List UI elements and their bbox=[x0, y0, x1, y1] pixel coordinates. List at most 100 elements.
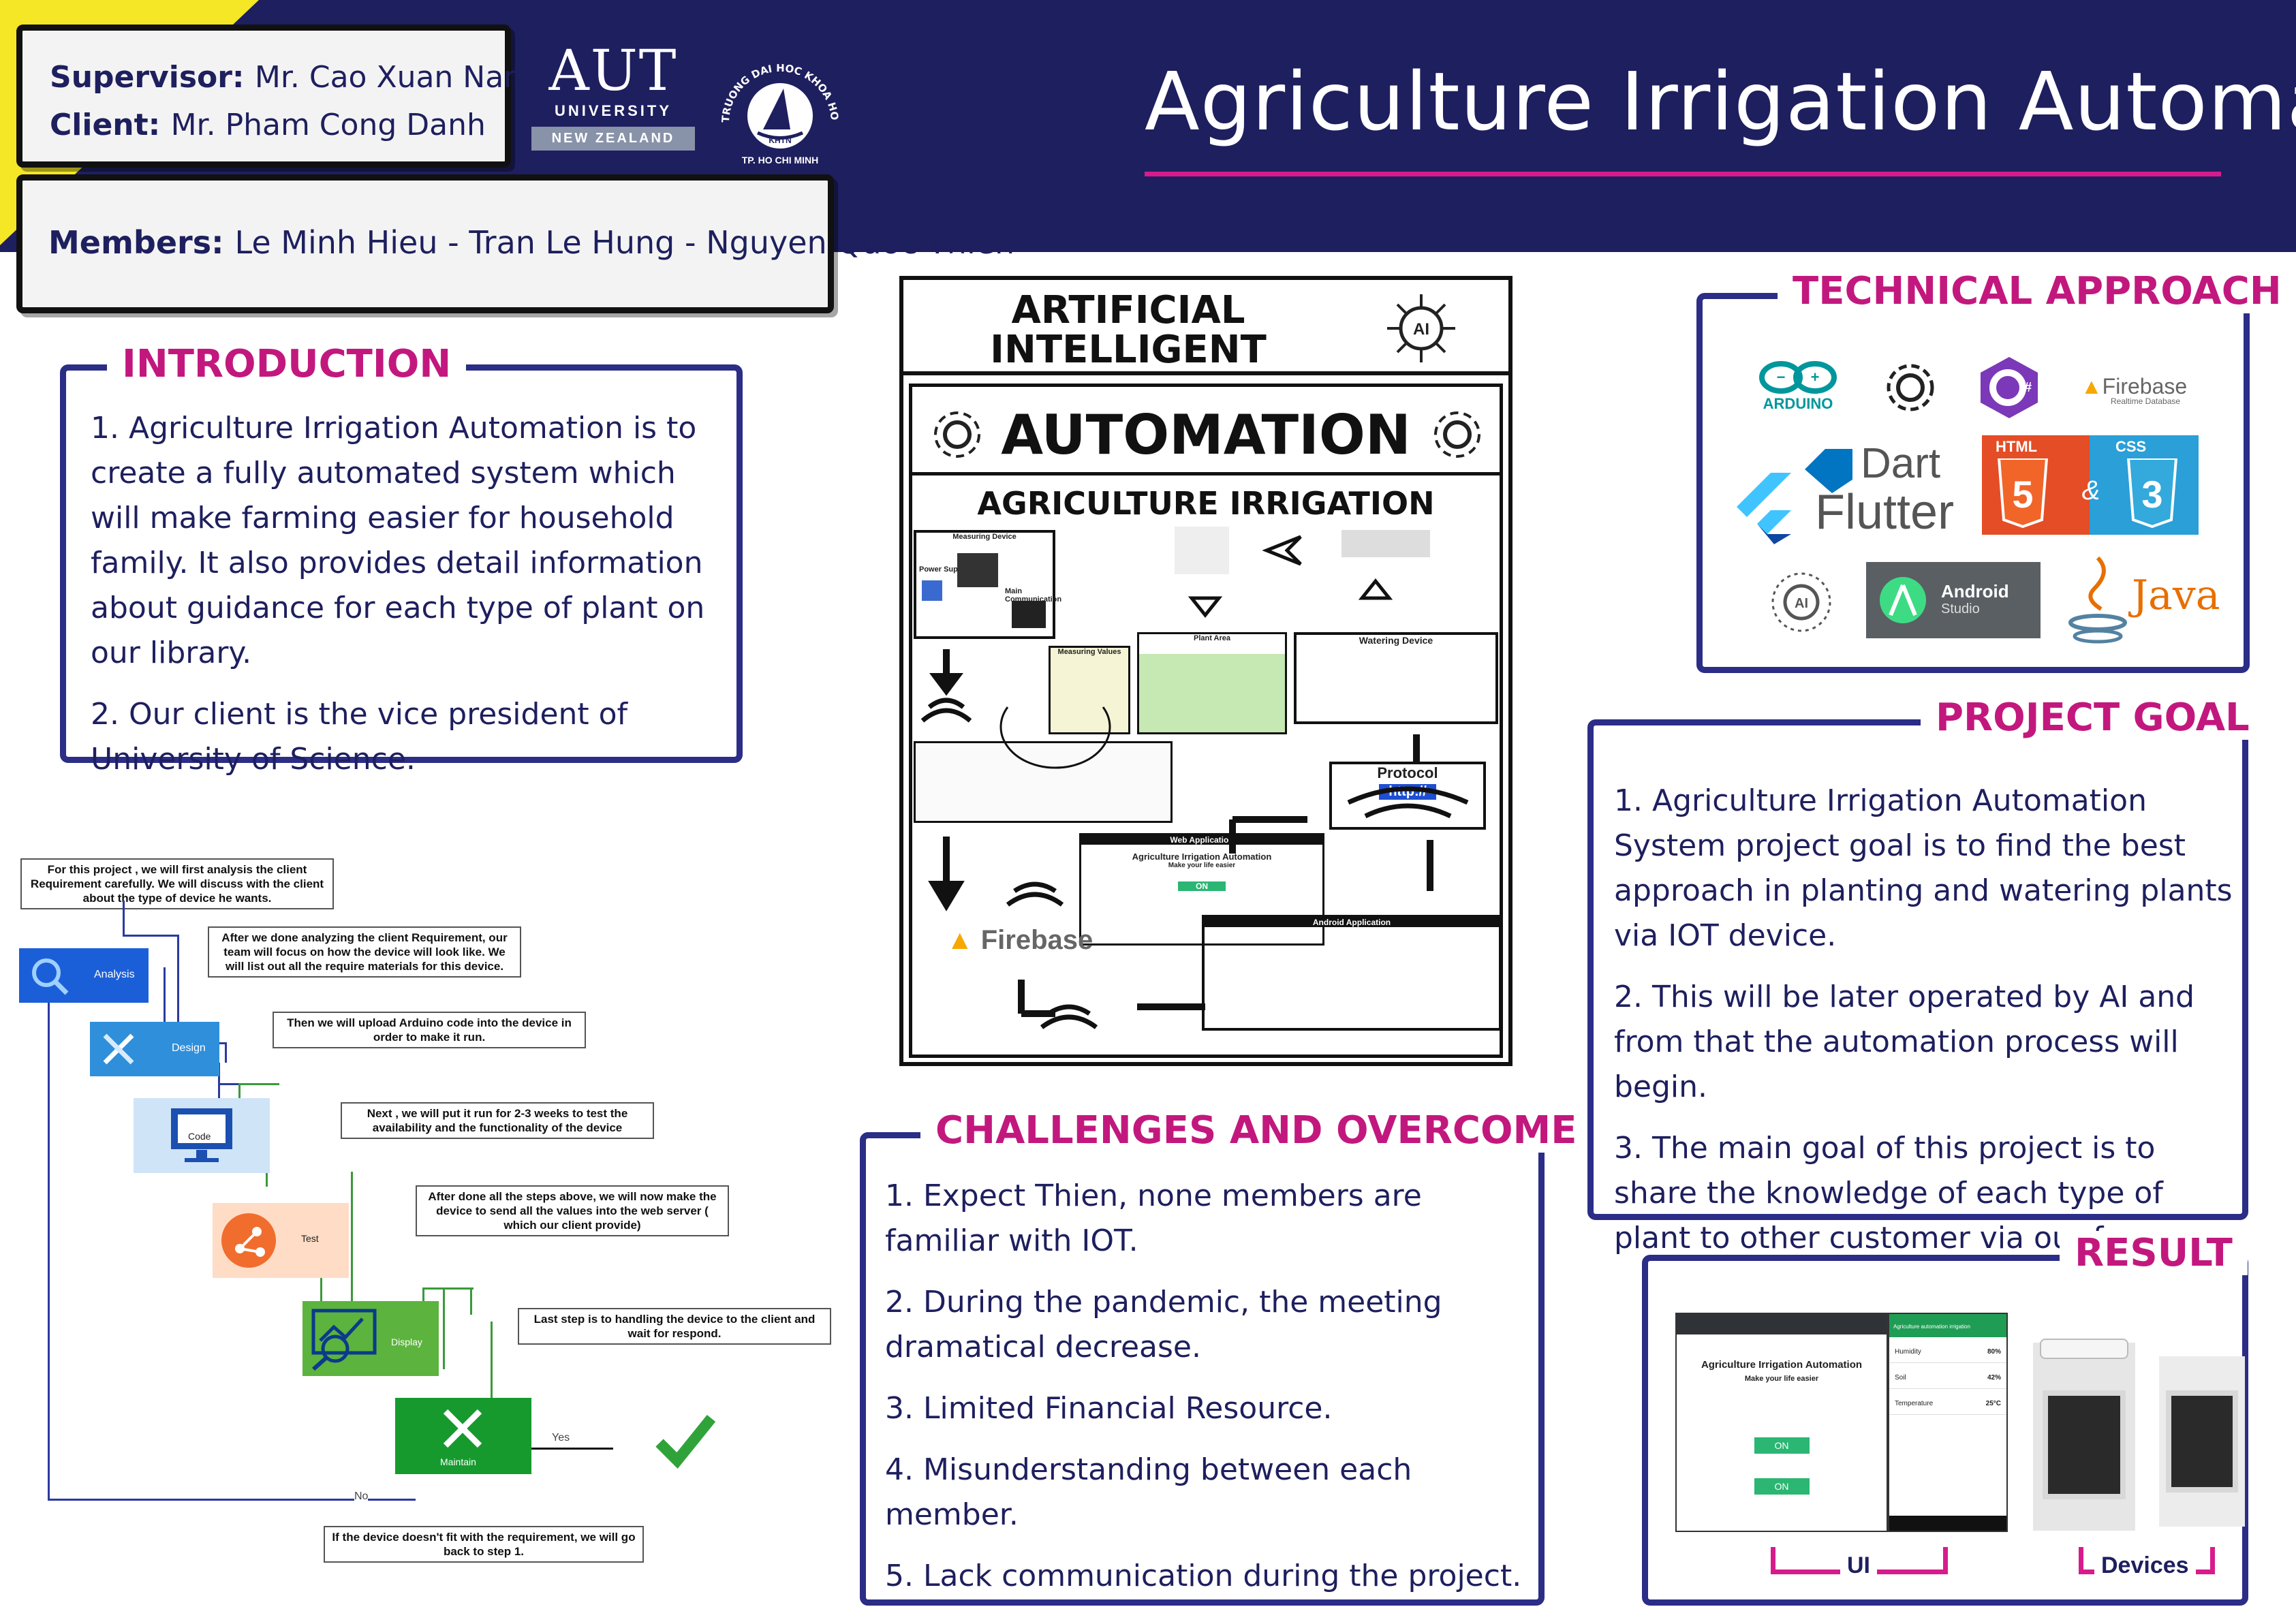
firebase-logo: ▲ Firebase bbox=[946, 925, 1093, 955]
humidity-label: Humidity bbox=[1895, 1348, 1921, 1356]
java-label: Java bbox=[2132, 572, 2220, 619]
ai-chip-icon: AI bbox=[1387, 294, 1455, 362]
dart-icon bbox=[1805, 449, 1852, 493]
svg-text:AI: AI bbox=[1795, 596, 1808, 611]
svg-text:KHTN: KHTN bbox=[769, 136, 791, 145]
step-label: Display bbox=[391, 1337, 422, 1347]
soil-value: 42% bbox=[1987, 1374, 2001, 1381]
aut-university: UNIVERSITY bbox=[554, 102, 672, 119]
watering-device-box: Watering Device bbox=[1294, 632, 1498, 724]
challenges-title: CHALLENGES AND OVERCOME bbox=[920, 1108, 1592, 1153]
flutter-icon bbox=[1737, 473, 1791, 544]
automation-panel: AUTOMATION AGRICULTURE IRRIGATION Measur… bbox=[909, 384, 1503, 1058]
members-label: Members: bbox=[48, 224, 224, 261]
android-sublabel: Studio bbox=[1941, 602, 1980, 616]
monitor-icon bbox=[171, 1108, 232, 1162]
mobile-ui-header: Agriculture automation irrigation bbox=[1889, 1314, 2006, 1337]
aut-logo: AUT UNIVERSITY NEW ZEALAND bbox=[531, 41, 695, 157]
web-ui-title: Agriculture Irrigation Automation bbox=[1701, 1359, 1863, 1371]
csharp-icon: # bbox=[1981, 357, 2038, 418]
project-goal-title: PROJECT GOAL bbox=[1921, 696, 2265, 740]
automation-title: AUTOMATION bbox=[1001, 403, 1411, 467]
step-code: Code bbox=[134, 1098, 270, 1173]
devices-label: Devices bbox=[2094, 1552, 2196, 1579]
power-supply-label: Power Supply bbox=[919, 565, 969, 574]
web-ui-on-button[interactable]: ON bbox=[1754, 1437, 1810, 1454]
poster-arrows bbox=[920, 649, 1469, 1029]
sprinkler-flow-icons bbox=[1175, 527, 1430, 619]
web-app-title: Agriculture Irrigation Automation bbox=[1132, 852, 1272, 862]
firebase-label: Firebase bbox=[2102, 374, 2188, 399]
irrigation-panel: AGRICULTURE IRRIGATION Measuring Device … bbox=[912, 472, 1502, 1058]
java-logo: Java bbox=[2064, 544, 2220, 646]
step-label: Test bbox=[301, 1233, 319, 1244]
members-card: Members: Le Minh Hieu - Tran Le Hung - N… bbox=[16, 174, 1014, 313]
page-title: Agriculture Irrigation Automation bbox=[1145, 54, 2296, 149]
irrigation-title: AGRICULTURE IRRIGATION bbox=[977, 485, 1435, 522]
measuring-values-box: Measuring Values bbox=[1049, 646, 1130, 734]
android-application-label: Android Application bbox=[1205, 918, 1499, 927]
svg-text:AI: AI bbox=[1413, 320, 1429, 339]
ai-title-line: ARTIFICIAL bbox=[1011, 288, 1245, 332]
supervisor-name: Mr. Cao Xuan Nam bbox=[254, 60, 533, 95]
project-goal-body: 1. Agriculture Irrigation Automation Sys… bbox=[1614, 779, 2241, 1277]
ai-header: ARTIFICIAL INTELLIGENT AI bbox=[903, 280, 1508, 375]
step-maintain: Maintain bbox=[395, 1398, 531, 1474]
challenges-body: 1. Expect Thien, none members are famili… bbox=[885, 1174, 1532, 1615]
aut-logo-text: AUT bbox=[548, 39, 678, 104]
mobile-ui-screenshot: Agriculture automation irrigation Humidi… bbox=[1888, 1313, 2008, 1532]
web-application-label: Web Application bbox=[1081, 835, 1322, 845]
web-ui-screenshot: Agriculture Irrigation Automation Make y… bbox=[1675, 1313, 1888, 1532]
step-display: Display bbox=[302, 1301, 439, 1376]
web-ui-subtitle: Make your life easier bbox=[1744, 1375, 1819, 1383]
html-label: HTML bbox=[1996, 438, 2038, 455]
step-analysis: Analysis bbox=[19, 948, 149, 1003]
challenge-item: 4. Misunderstanding between each member. bbox=[885, 1452, 1412, 1532]
step-label: Code bbox=[188, 1131, 211, 1142]
client-label: Client: bbox=[50, 108, 161, 142]
svg-text:TP. HO CHI MINH: TP. HO CHI MINH bbox=[742, 155, 819, 166]
challenge-item: 5. Lack communication during the project… bbox=[885, 1559, 1522, 1593]
svg-text:#: # bbox=[2024, 380, 2032, 395]
css-label: CSS bbox=[2115, 438, 2147, 455]
wrench-icon bbox=[443, 1409, 482, 1448]
measuring-device-box: Measuring Device Power Supply Main Commu… bbox=[914, 530, 1061, 639]
ai-chip-icon: AI bbox=[1771, 572, 1831, 632]
step-test: Test bbox=[213, 1203, 349, 1278]
goal-item: 1. Agriculture Irrigation Automation Sys… bbox=[1614, 783, 2233, 953]
result-section: RESULT Agriculture Irrigation Automation… bbox=[1642, 1231, 2248, 1606]
soil-label: Soil bbox=[1895, 1374, 1906, 1381]
flow-note: After we done analyzing the client Requi… bbox=[208, 926, 521, 978]
web-app-subtitle: Make your life easier bbox=[1168, 862, 1236, 869]
svg-text:−: − bbox=[1777, 369, 1786, 386]
intro-paragraph: 1. Agriculture Irrigation Automation is … bbox=[91, 411, 705, 670]
device-photo bbox=[2033, 1339, 2135, 1531]
firebase-logo: ▲Firebase Realtime Database bbox=[2081, 374, 2188, 406]
web-application-box: Web Application Agriculture Irrigation A… bbox=[1079, 833, 1324, 946]
arduino-logo: −+ ARDUINO bbox=[1757, 360, 1839, 413]
introduction-body: 1. Agriculture Irrigation Automation is … bbox=[91, 406, 717, 798]
svg-text:&: & bbox=[2082, 475, 2100, 505]
flutter-label: Flutter bbox=[1815, 485, 1955, 540]
flow-note: After done all the steps above, we will … bbox=[416, 1185, 729, 1236]
firebase-text: Firebase bbox=[980, 925, 1093, 955]
client-name: Mr. Pham Cong Danh bbox=[170, 108, 486, 142]
supervisor-label: Supervisor: bbox=[50, 60, 245, 95]
flow-note: For this project , we will first analysi… bbox=[20, 858, 334, 909]
step-label: Maintain bbox=[440, 1456, 476, 1467]
flow-note: If the device doesn't fit with the requi… bbox=[324, 1526, 644, 1563]
watering-device-label: Watering Device bbox=[1359, 635, 1433, 646]
ui-label: UI bbox=[1840, 1552, 1877, 1579]
svg-text:5: 5 bbox=[2012, 473, 2033, 516]
arduino-label: ARDUINO bbox=[1763, 395, 1833, 412]
web-ui-on-button[interactable]: ON bbox=[1754, 1478, 1810, 1495]
introduction-section: INTRODUCTION 1. Agriculture Irrigation A… bbox=[60, 342, 743, 777]
intro-paragraph: 2. Our client is the vice president of U… bbox=[91, 697, 628, 777]
ai-title-line: INTELLIGENT bbox=[990, 328, 1267, 372]
challenge-item: 2. During the pandemic, the meeting dram… bbox=[885, 1285, 1442, 1364]
share-icon bbox=[221, 1213, 276, 1268]
gear-automation-icon bbox=[934, 411, 980, 458]
technical-title: TECHNICAL APPROACH bbox=[1778, 269, 2296, 313]
checkmark-icon bbox=[655, 1414, 715, 1469]
goal-item: 2. This will be later operated by AI and… bbox=[1614, 980, 2195, 1104]
